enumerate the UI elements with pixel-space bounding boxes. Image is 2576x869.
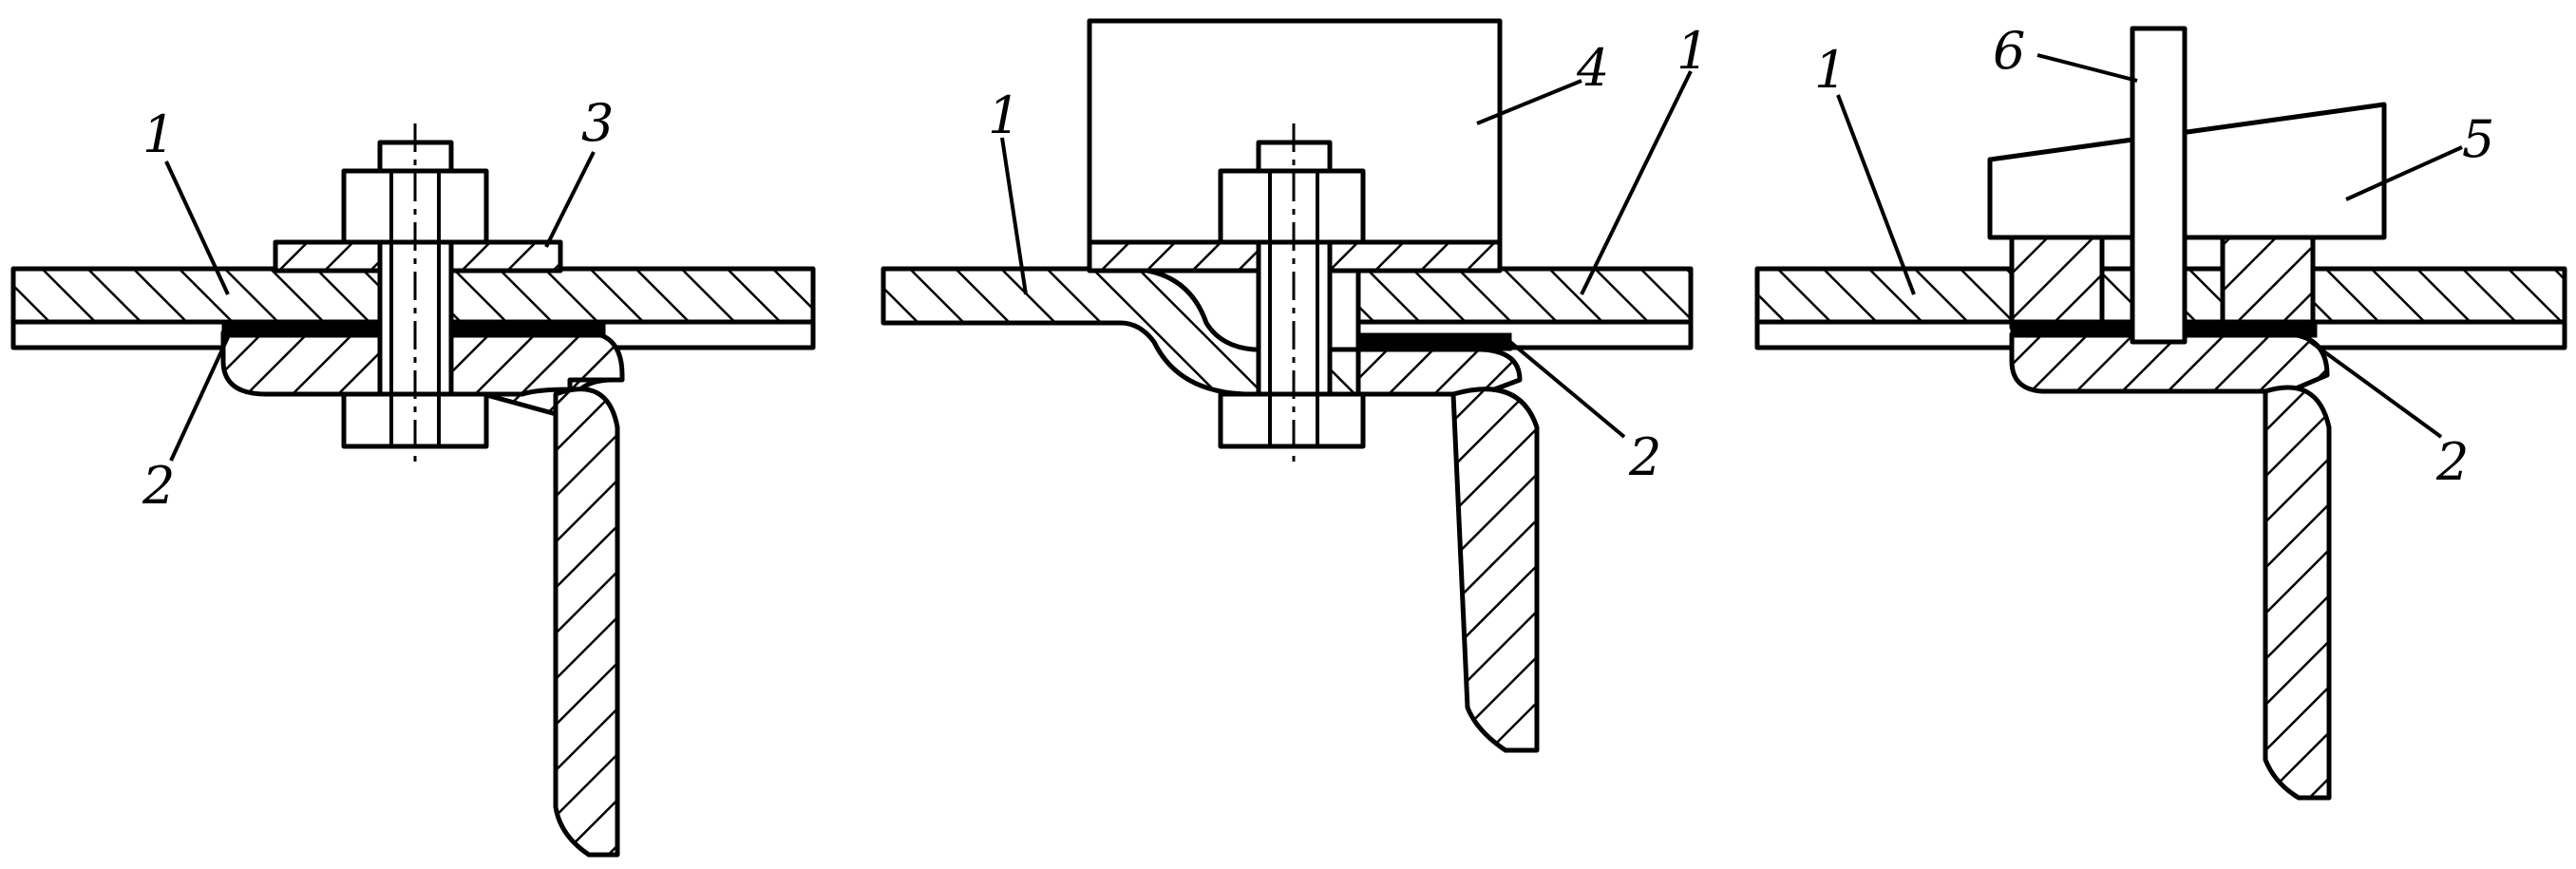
panel-b-leader-4 <box>1476 79 1582 125</box>
panel-c-angle-leg <box>2263 385 2332 801</box>
panel-b-leader-1-left <box>1000 137 1028 295</box>
panel-c-leader-2 <box>2306 338 2443 439</box>
panel-a-leader-1 <box>164 161 230 295</box>
panel-b-label-1-right: 1 <box>1676 21 1709 81</box>
panel-b: 1 4 1 2 <box>881 18 1709 753</box>
panel-c-label-5: 5 <box>2462 109 2494 169</box>
panel-b-angle-leg <box>1450 387 1540 753</box>
panel-c-angle-profile <box>2009 331 2330 394</box>
panel-c-leader-5 <box>2345 145 2463 201</box>
panel-a-label-2: 2 <box>142 456 175 516</box>
panel-a-leader-3 <box>544 151 596 248</box>
panel-a-label-1: 1 <box>142 104 175 164</box>
panel-c-leader-1 <box>1836 94 1916 295</box>
panel-b-label-4: 4 <box>1576 38 1609 98</box>
panel-a: 1 3 2 <box>10 93 816 858</box>
panel-b-seal <box>1356 332 1512 351</box>
panel-b-label-2: 2 <box>1628 427 1661 487</box>
panel-a-leader-2 <box>169 336 230 462</box>
panel-c-block-right <box>2220 235 2316 331</box>
panel-b-bolt-nut-top <box>1218 168 1366 245</box>
panel-c: 1 6 5 2 <box>1754 21 2567 801</box>
panel-b-bolt-nut-bottom <box>1218 391 1366 449</box>
panel-c-label-1: 1 <box>1814 40 1847 100</box>
panel-c-block-left <box>2009 235 2105 331</box>
panel-c-label-6: 6 <box>1993 21 2025 81</box>
panel-b-plate-right <box>1355 266 1694 325</box>
panel-b-label-1-left: 1 <box>988 85 1020 145</box>
panel-c-pin <box>2130 26 2188 345</box>
panel-b-leader-1-right <box>1580 70 1693 295</box>
panel-a-label-3: 3 <box>581 93 614 153</box>
panel-c-leader-6 <box>2036 53 2138 83</box>
panel-c-label-2: 2 <box>2435 432 2469 492</box>
panel-b-leader-2 <box>1508 340 1626 439</box>
panel-a-angle-leg <box>553 387 620 858</box>
